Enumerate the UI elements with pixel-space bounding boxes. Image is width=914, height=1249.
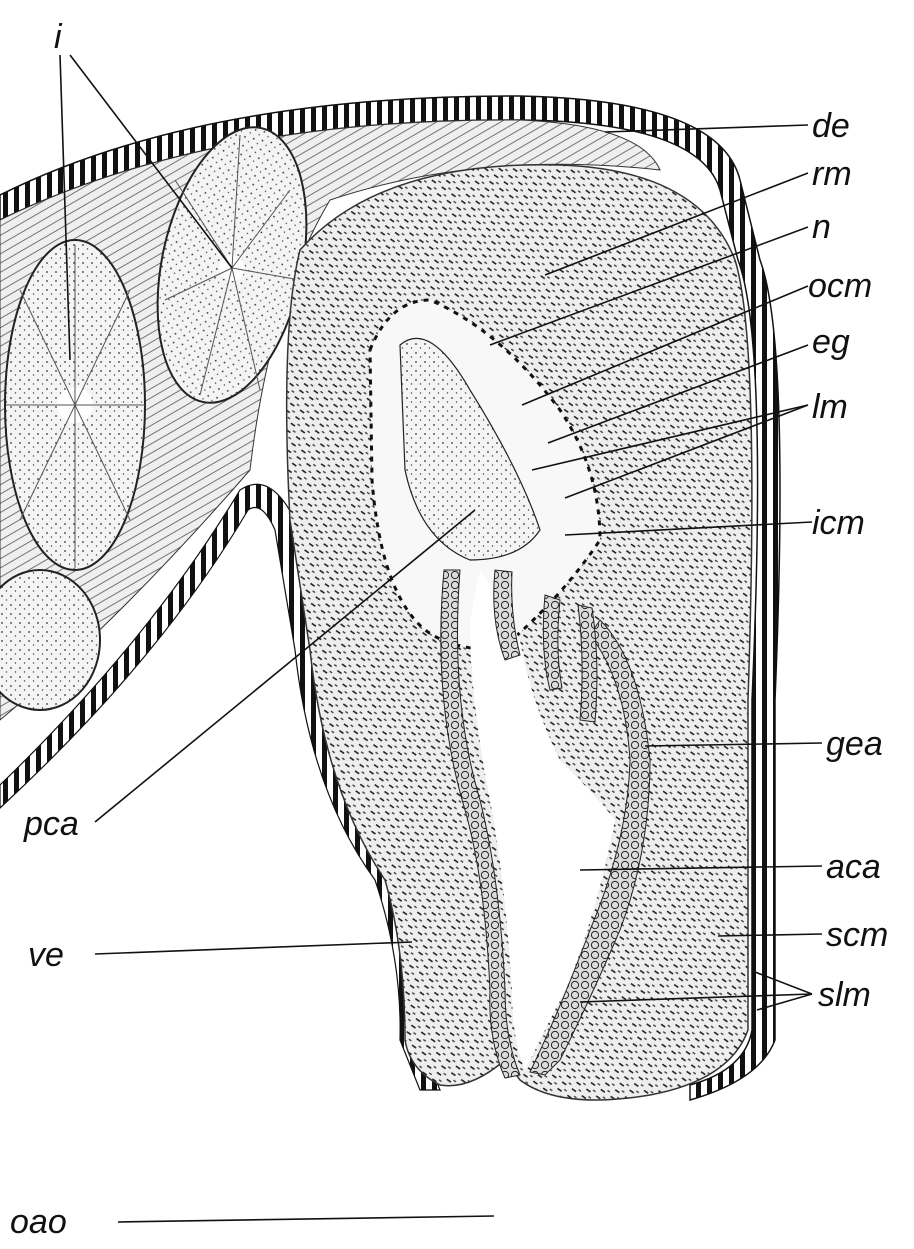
- label-de: de: [812, 107, 850, 145]
- label-ocm: ocm: [808, 267, 872, 305]
- label-aca: aca: [826, 848, 881, 886]
- label-oao: oao: [10, 1203, 67, 1241]
- label-i: i: [54, 18, 63, 56]
- label-ve: ve: [28, 936, 64, 974]
- label-slm: slm: [818, 976, 871, 1014]
- label-pca: pca: [23, 805, 79, 843]
- label-gea: gea: [826, 725, 883, 763]
- label-rm: rm: [812, 155, 852, 193]
- label-icm: icm: [812, 504, 865, 542]
- label-eg: eg: [812, 323, 850, 361]
- oocyte-left: [5, 240, 145, 570]
- label-n: n: [812, 208, 831, 246]
- label-scm: scm: [826, 916, 888, 954]
- label-lm: lm: [812, 388, 848, 426]
